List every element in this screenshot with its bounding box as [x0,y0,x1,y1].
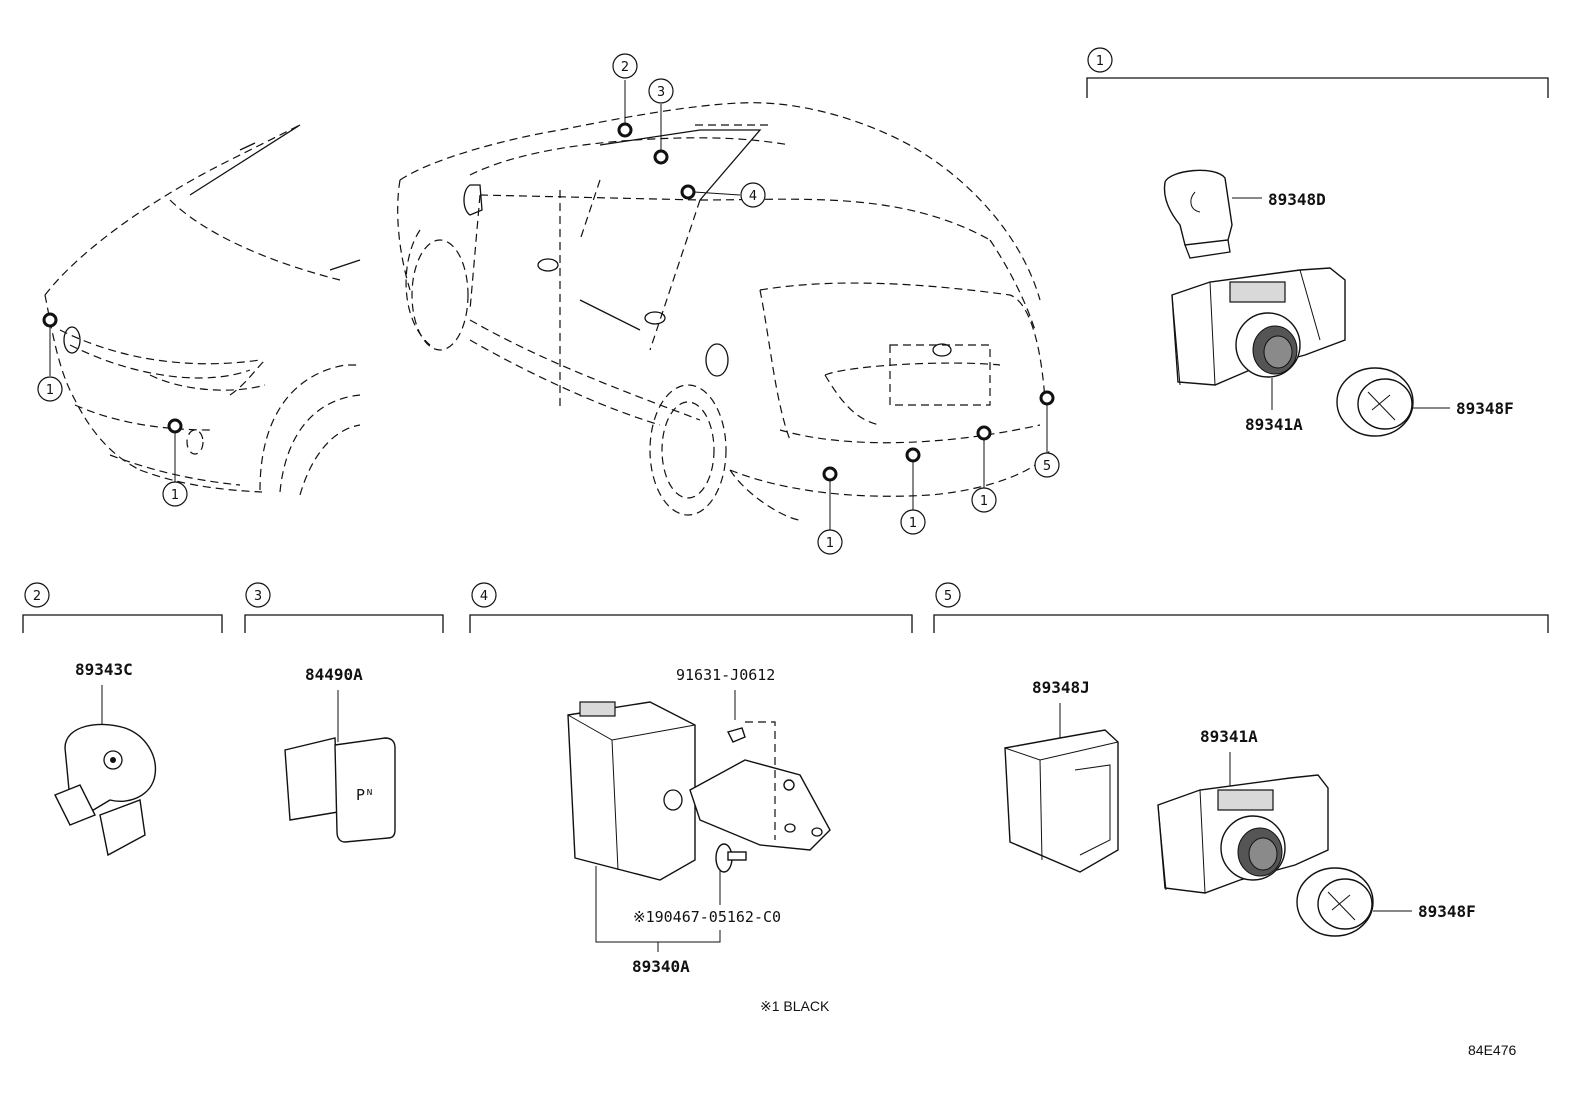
section-3: 3 84490A Pᴺ [244,582,444,843]
switch-face-text: Pᴺ [356,786,374,804]
callout-1-front-right: 1 [171,488,179,503]
callout-3-car: 3 [657,85,665,100]
section-2: 2 89343C [22,582,223,857]
section-1-number: 1 [1096,54,1104,69]
diagram-code: 84E476 [1468,1042,1516,1058]
callout-1-front-left: 1 [46,383,54,398]
part-89348F-bottom-label: 89348F [1418,902,1476,921]
part-91631-label: 91631-J0612 [676,666,775,684]
switch-84490A-body [284,737,339,821]
section-2-number: 2 [33,589,41,604]
section-4-number: 4 [480,589,488,604]
part-89340A-label: 89340A [632,957,690,976]
callout-1-rear-a: 1 [826,536,834,551]
part-89341A-bottom-label: 89341A [1200,727,1258,746]
section-1: 1 89348D 89341A 89348F [1086,47,1549,437]
callout-1-rear-c: 1 [980,494,988,509]
black-note: ※1 BLACK [760,998,830,1014]
ecu-89340A-box [567,701,696,881]
rear-car-view [397,80,1055,530]
section-5-number: 5 [944,589,952,604]
part-89348D-label: 89348D [1268,190,1326,209]
callout-4-car: 4 [749,189,757,204]
callout-5-car: 5 [1043,459,1051,474]
holder-89348J-shape [1004,729,1119,873]
section-3-number: 3 [254,589,262,604]
part-89341A-top-label: 89341A [1245,415,1303,434]
part-89348F-top-label: 89348F [1456,399,1514,418]
part-90467-label: ※190467-05162-C0 [633,908,781,926]
cover-89348D-shape [1163,169,1233,246]
part-89348J-label: 89348J [1032,678,1090,697]
callout-1-rear-b: 1 [909,516,917,531]
part-89343C-label: 89343C [75,660,133,679]
section-5: 5 89348J 89341A 89348F [933,582,1549,937]
part-84490A-label: 84490A [305,665,363,684]
callout-markers: 1 1 2 3 4 1 1 1 5 [37,53,1060,555]
section-4: 4 91631-J0612 ※190467-05162-C0 89340A [469,582,913,976]
callout-2-car: 2 [621,60,629,75]
front-car-view [42,124,361,496]
